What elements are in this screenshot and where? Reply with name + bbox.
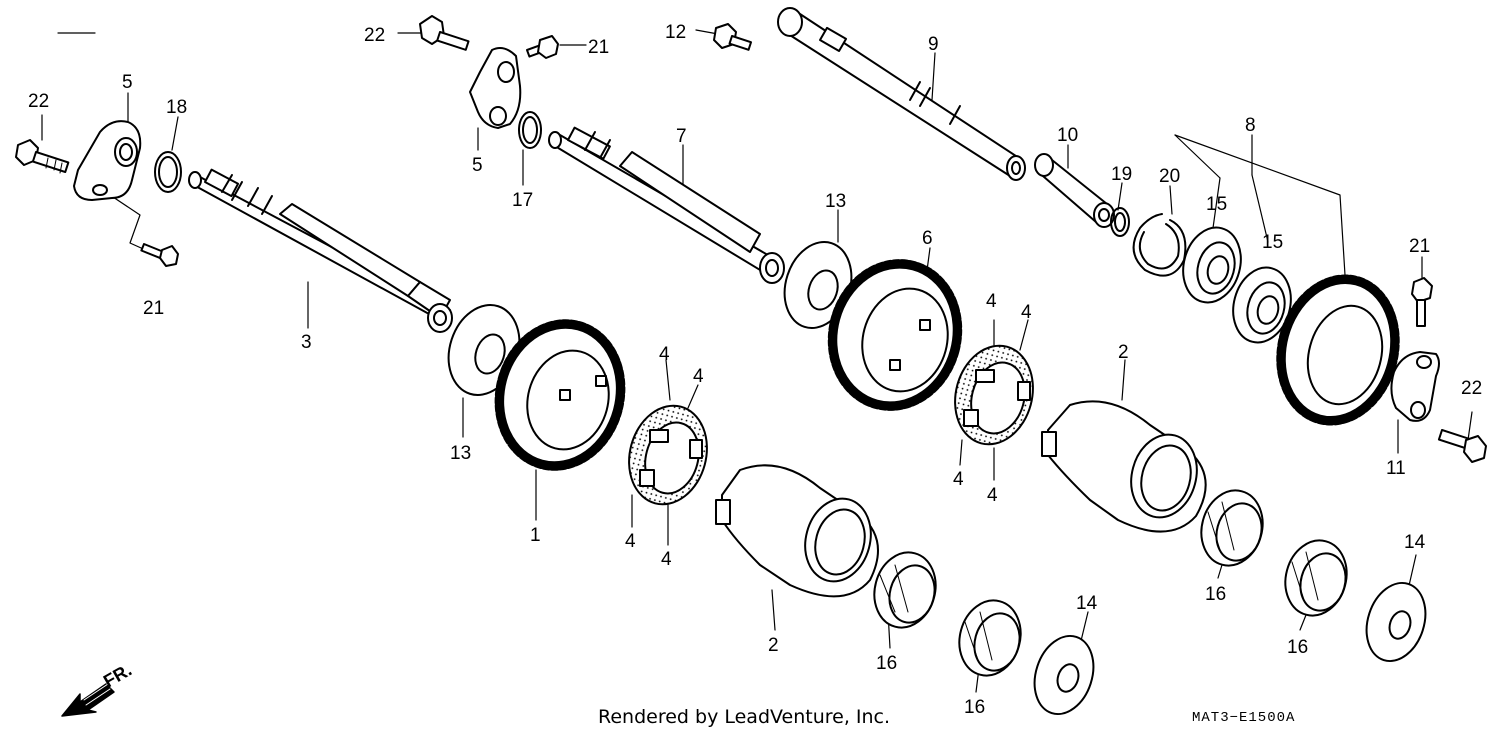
- washer-19: [1110, 207, 1130, 237]
- collar-10: [1034, 153, 1115, 228]
- callout-14: 14: [1404, 532, 1426, 553]
- callout-7: 7: [676, 126, 687, 147]
- bolt-21-left: [140, 243, 179, 267]
- thrust-washer-14-center: [1033, 634, 1095, 716]
- leader-lines: [41, 29, 1473, 693]
- callout-13: 13: [450, 443, 471, 464]
- callout-4: 4: [1021, 302, 1032, 323]
- thrust-washer-14-right: [1365, 581, 1427, 663]
- shaft-7: [548, 126, 785, 284]
- callout-8: 8: [1245, 115, 1256, 136]
- gear-1: [494, 319, 626, 471]
- needle-bearing-16-a: [873, 551, 937, 629]
- callout-5: 5: [472, 155, 483, 176]
- callout-22: 22: [1461, 378, 1482, 399]
- ball-bearing-15-a: [1182, 226, 1242, 304]
- callout-18: 18: [166, 97, 187, 118]
- callout-16: 16: [1287, 637, 1308, 658]
- gear-6: [827, 259, 963, 411]
- diagram-code: MAT3−E1500A: [1192, 710, 1296, 726]
- bolt-22-left: [15, 139, 70, 174]
- callout-4: 4: [659, 344, 670, 365]
- callout-11: 11: [1386, 458, 1406, 479]
- bolt-21-top: [526, 35, 559, 59]
- bearing-holder-5-left: [73, 120, 142, 201]
- callout-15: 15: [1206, 194, 1227, 215]
- callout-12: 12: [665, 22, 686, 43]
- collar-2-right: [1041, 400, 1207, 533]
- snap-ring-20: [1132, 213, 1187, 277]
- needle-bearing-16-b: [958, 599, 1022, 677]
- o-ring-18: [154, 151, 182, 193]
- bolt-12: [713, 23, 753, 51]
- callout-21: 21: [588, 37, 609, 58]
- bushing-4-right: [954, 344, 1034, 446]
- callout-21: 21: [1409, 236, 1430, 257]
- callout-19: 19: [1111, 164, 1132, 185]
- callout-3: 3: [301, 332, 312, 353]
- bolt-21-right: [1411, 277, 1433, 327]
- ball-bearing-15-b: [1232, 266, 1292, 344]
- callout-2: 2: [1118, 342, 1129, 363]
- callout-20: 20: [1159, 166, 1180, 187]
- bushing-4-left: [628, 404, 708, 506]
- render-credit: Rendered by LeadVenture, Inc.: [598, 706, 891, 728]
- needle-bearing-16-c: [1200, 489, 1264, 567]
- callout-4: 4: [986, 291, 997, 312]
- callout-13: 13: [825, 191, 846, 212]
- callout-15: 15: [1262, 232, 1283, 253]
- front-direction-arrow: FR.: [61, 660, 135, 717]
- callout-1: 1: [530, 525, 541, 546]
- bearing-holder-5-top: [469, 47, 522, 129]
- bolt-22-top: [419, 15, 470, 51]
- callout-21: 21: [143, 298, 164, 319]
- gear-8: [1276, 274, 1400, 426]
- callout-4: 4: [693, 366, 704, 387]
- callout-4: 4: [987, 485, 998, 506]
- needle-bearing-16-d: [1284, 539, 1348, 617]
- callout-labels: 22 5 18 21 3 13 1 22 21 5 17 12 9 7 13 6…: [28, 22, 1482, 718]
- callout-5: 5: [122, 72, 133, 93]
- callout-22: 22: [364, 25, 385, 46]
- bearing-holder-11: [1390, 351, 1440, 422]
- shaft-3: [188, 168, 453, 333]
- callout-9: 9: [928, 34, 939, 55]
- callout-4: 4: [625, 531, 636, 552]
- callout-4: 4: [953, 469, 964, 490]
- callout-4: 4: [661, 549, 672, 570]
- callout-6: 6: [922, 228, 933, 249]
- arrow-icon: [61, 683, 115, 717]
- callout-17: 17: [512, 190, 533, 211]
- callout-16: 16: [876, 653, 897, 674]
- callout-10: 10: [1057, 125, 1078, 146]
- callout-16: 16: [964, 697, 985, 718]
- callout-2: 2: [768, 635, 779, 656]
- bolt-22-right: [1437, 429, 1487, 463]
- callout-14: 14: [1076, 593, 1098, 614]
- callout-22: 22: [28, 91, 49, 112]
- o-ring-17: [518, 111, 542, 149]
- callout-16: 16: [1205, 584, 1226, 605]
- thrust-washer-13-center: [783, 241, 853, 329]
- collar-2-left: [715, 464, 879, 598]
- shaft-9: [777, 7, 1026, 181]
